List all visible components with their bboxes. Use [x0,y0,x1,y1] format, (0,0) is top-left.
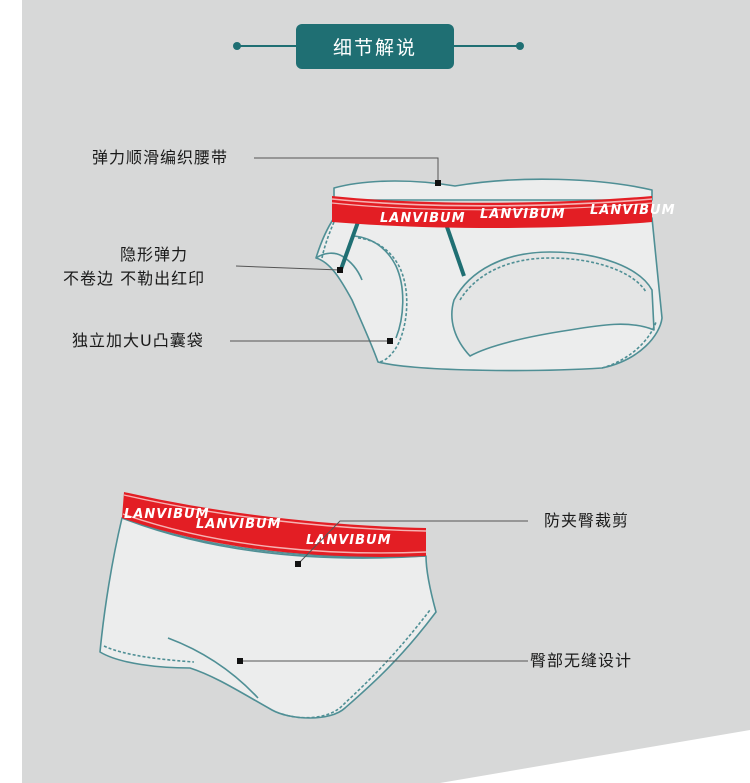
leader-anti-pinch [297,520,528,565]
back-logo-2: LANVIBUM [196,517,282,532]
callout-pouch: 独立加大U凸囊袋 [72,331,204,350]
leader-lines [230,157,528,662]
title-rule-right [454,45,520,47]
front-waistband: LANVIBUM LANVIBUM LANVIBUM [331,196,676,228]
leader-elastic [235,265,341,271]
callout-seamless: 臀部无缝设计 [530,651,633,670]
leader-dots [237,180,441,664]
callout-hidden-elastic-line1: 隐形弹力 [120,245,189,264]
front-logo-2: LANVIBUM [480,207,566,222]
front-logo-3: LANVIBUM [590,203,676,218]
title-dot-left [233,42,241,50]
front-view-garment [315,178,663,372]
back-waistband: LANVIBUM LANVIBUM LANVIBUM [122,492,427,557]
leader-waistband [254,157,439,182]
callout-waistband: 弹力顺滑编织腰带 [92,148,229,167]
front-logo-1: LANVIBUM [380,211,466,226]
callout-hidden-elastic-line2: 不卷边 不勒出红印 [63,269,206,288]
back-view-garment [99,517,437,719]
title-rule-left [236,45,296,47]
section-title: 细节解说 [296,24,454,69]
back-logo-1: LANVIBUM [124,507,210,522]
callout-anti-pinch: 防夹臀裁剪 [544,511,630,530]
back-logo-3: LANVIBUM [306,533,392,548]
title-dot-right [516,42,524,50]
